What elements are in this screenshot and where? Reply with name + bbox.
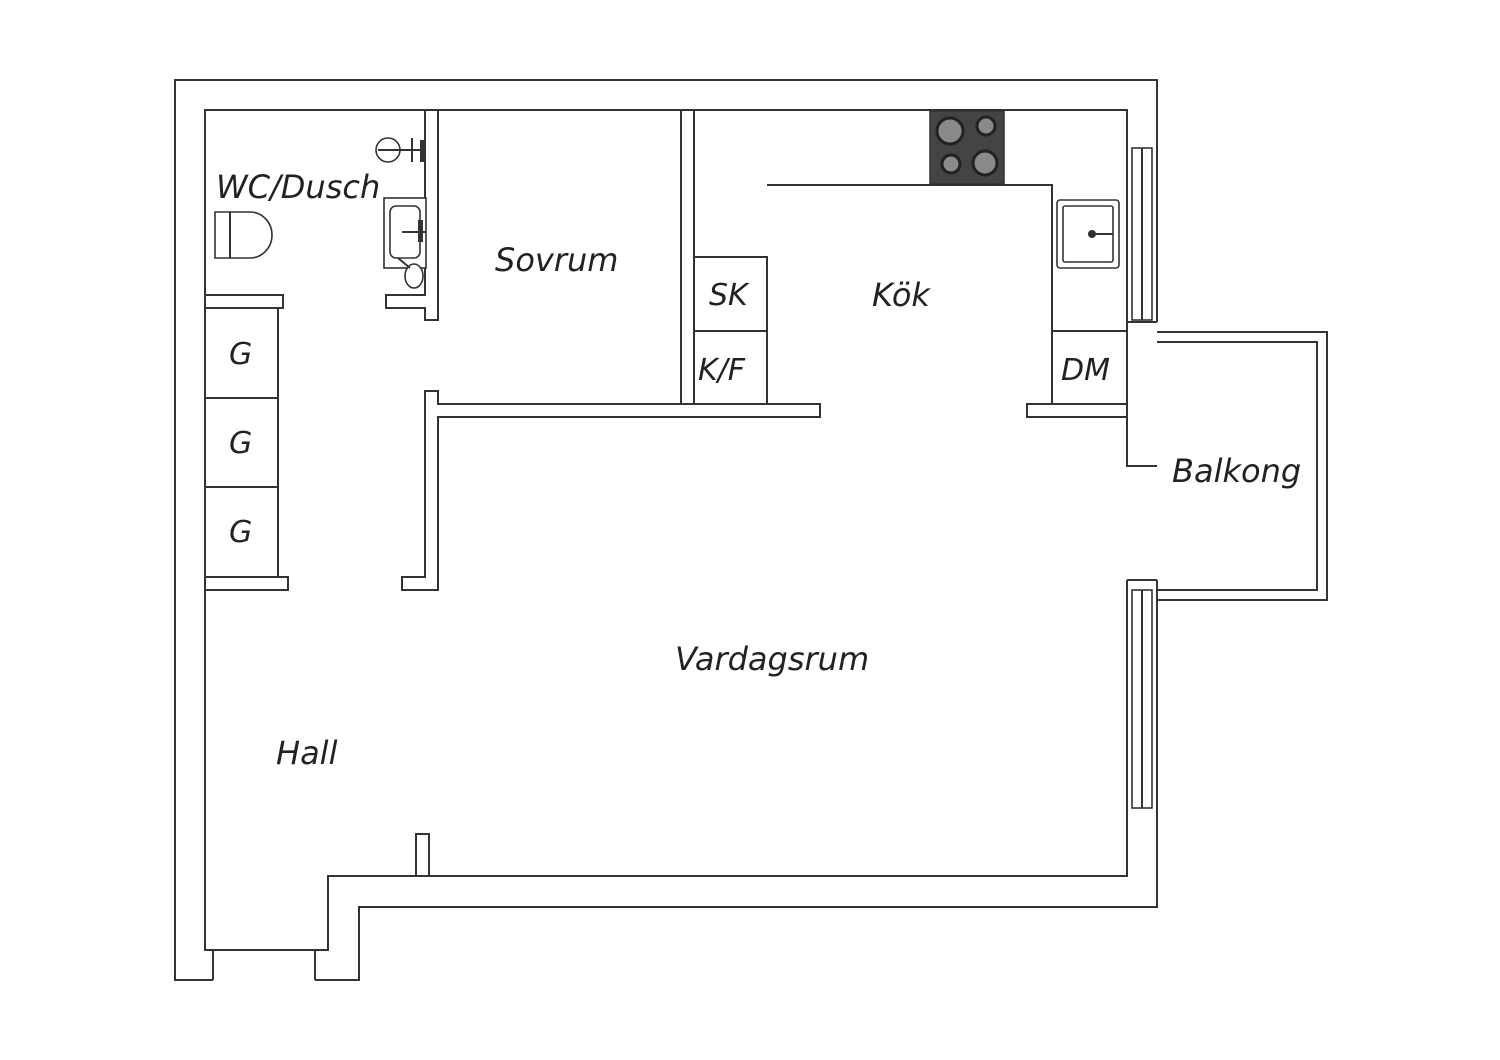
room-label-hall: Hall	[276, 734, 338, 772]
room-label-wc: WC/Dusch	[216, 168, 380, 206]
wardrobe-label-2: G	[229, 426, 252, 461]
wall-stub	[415, 833, 430, 877]
window-lower	[1131, 589, 1153, 809]
outer-wall	[174, 79, 1158, 981]
cabinet-label-kf: K/F	[698, 353, 746, 388]
balcony-door-jambs	[1126, 321, 1157, 581]
washbasin-icon	[383, 197, 427, 269]
balcony-door-gap	[1126, 322, 1159, 580]
sink-icon	[1056, 199, 1120, 269]
toilet-icon	[214, 211, 273, 259]
hall-wall-segment	[204, 576, 289, 591]
room-label-living: Vardagsrum	[675, 640, 869, 678]
bedroom-wall-bottom	[401, 390, 821, 591]
kitchen-wall-right	[1026, 403, 1128, 418]
bathroom-wall	[204, 294, 284, 309]
room-label-bedroom: Sovrum	[495, 241, 618, 279]
entrance-gap	[213, 951, 315, 983]
stove-icon	[929, 110, 1005, 185]
window-upper	[1131, 147, 1153, 321]
floor-drain-icon	[397, 257, 424, 289]
bedroom-wall-right	[680, 109, 695, 405]
cabinet-label-sk: SK	[709, 278, 750, 313]
wardrobe-label-3: G	[229, 515, 252, 550]
kitchen-counter	[694, 184, 1127, 404]
balcony-outline	[1157, 331, 1328, 601]
shower-icon	[375, 137, 425, 163]
room-label-balcony: Balkong	[1172, 452, 1301, 490]
cabinet-label-dm: DM	[1061, 353, 1110, 388]
room-label-kitchen: Kök	[872, 276, 931, 314]
wardrobe-label-1: G	[229, 337, 252, 372]
